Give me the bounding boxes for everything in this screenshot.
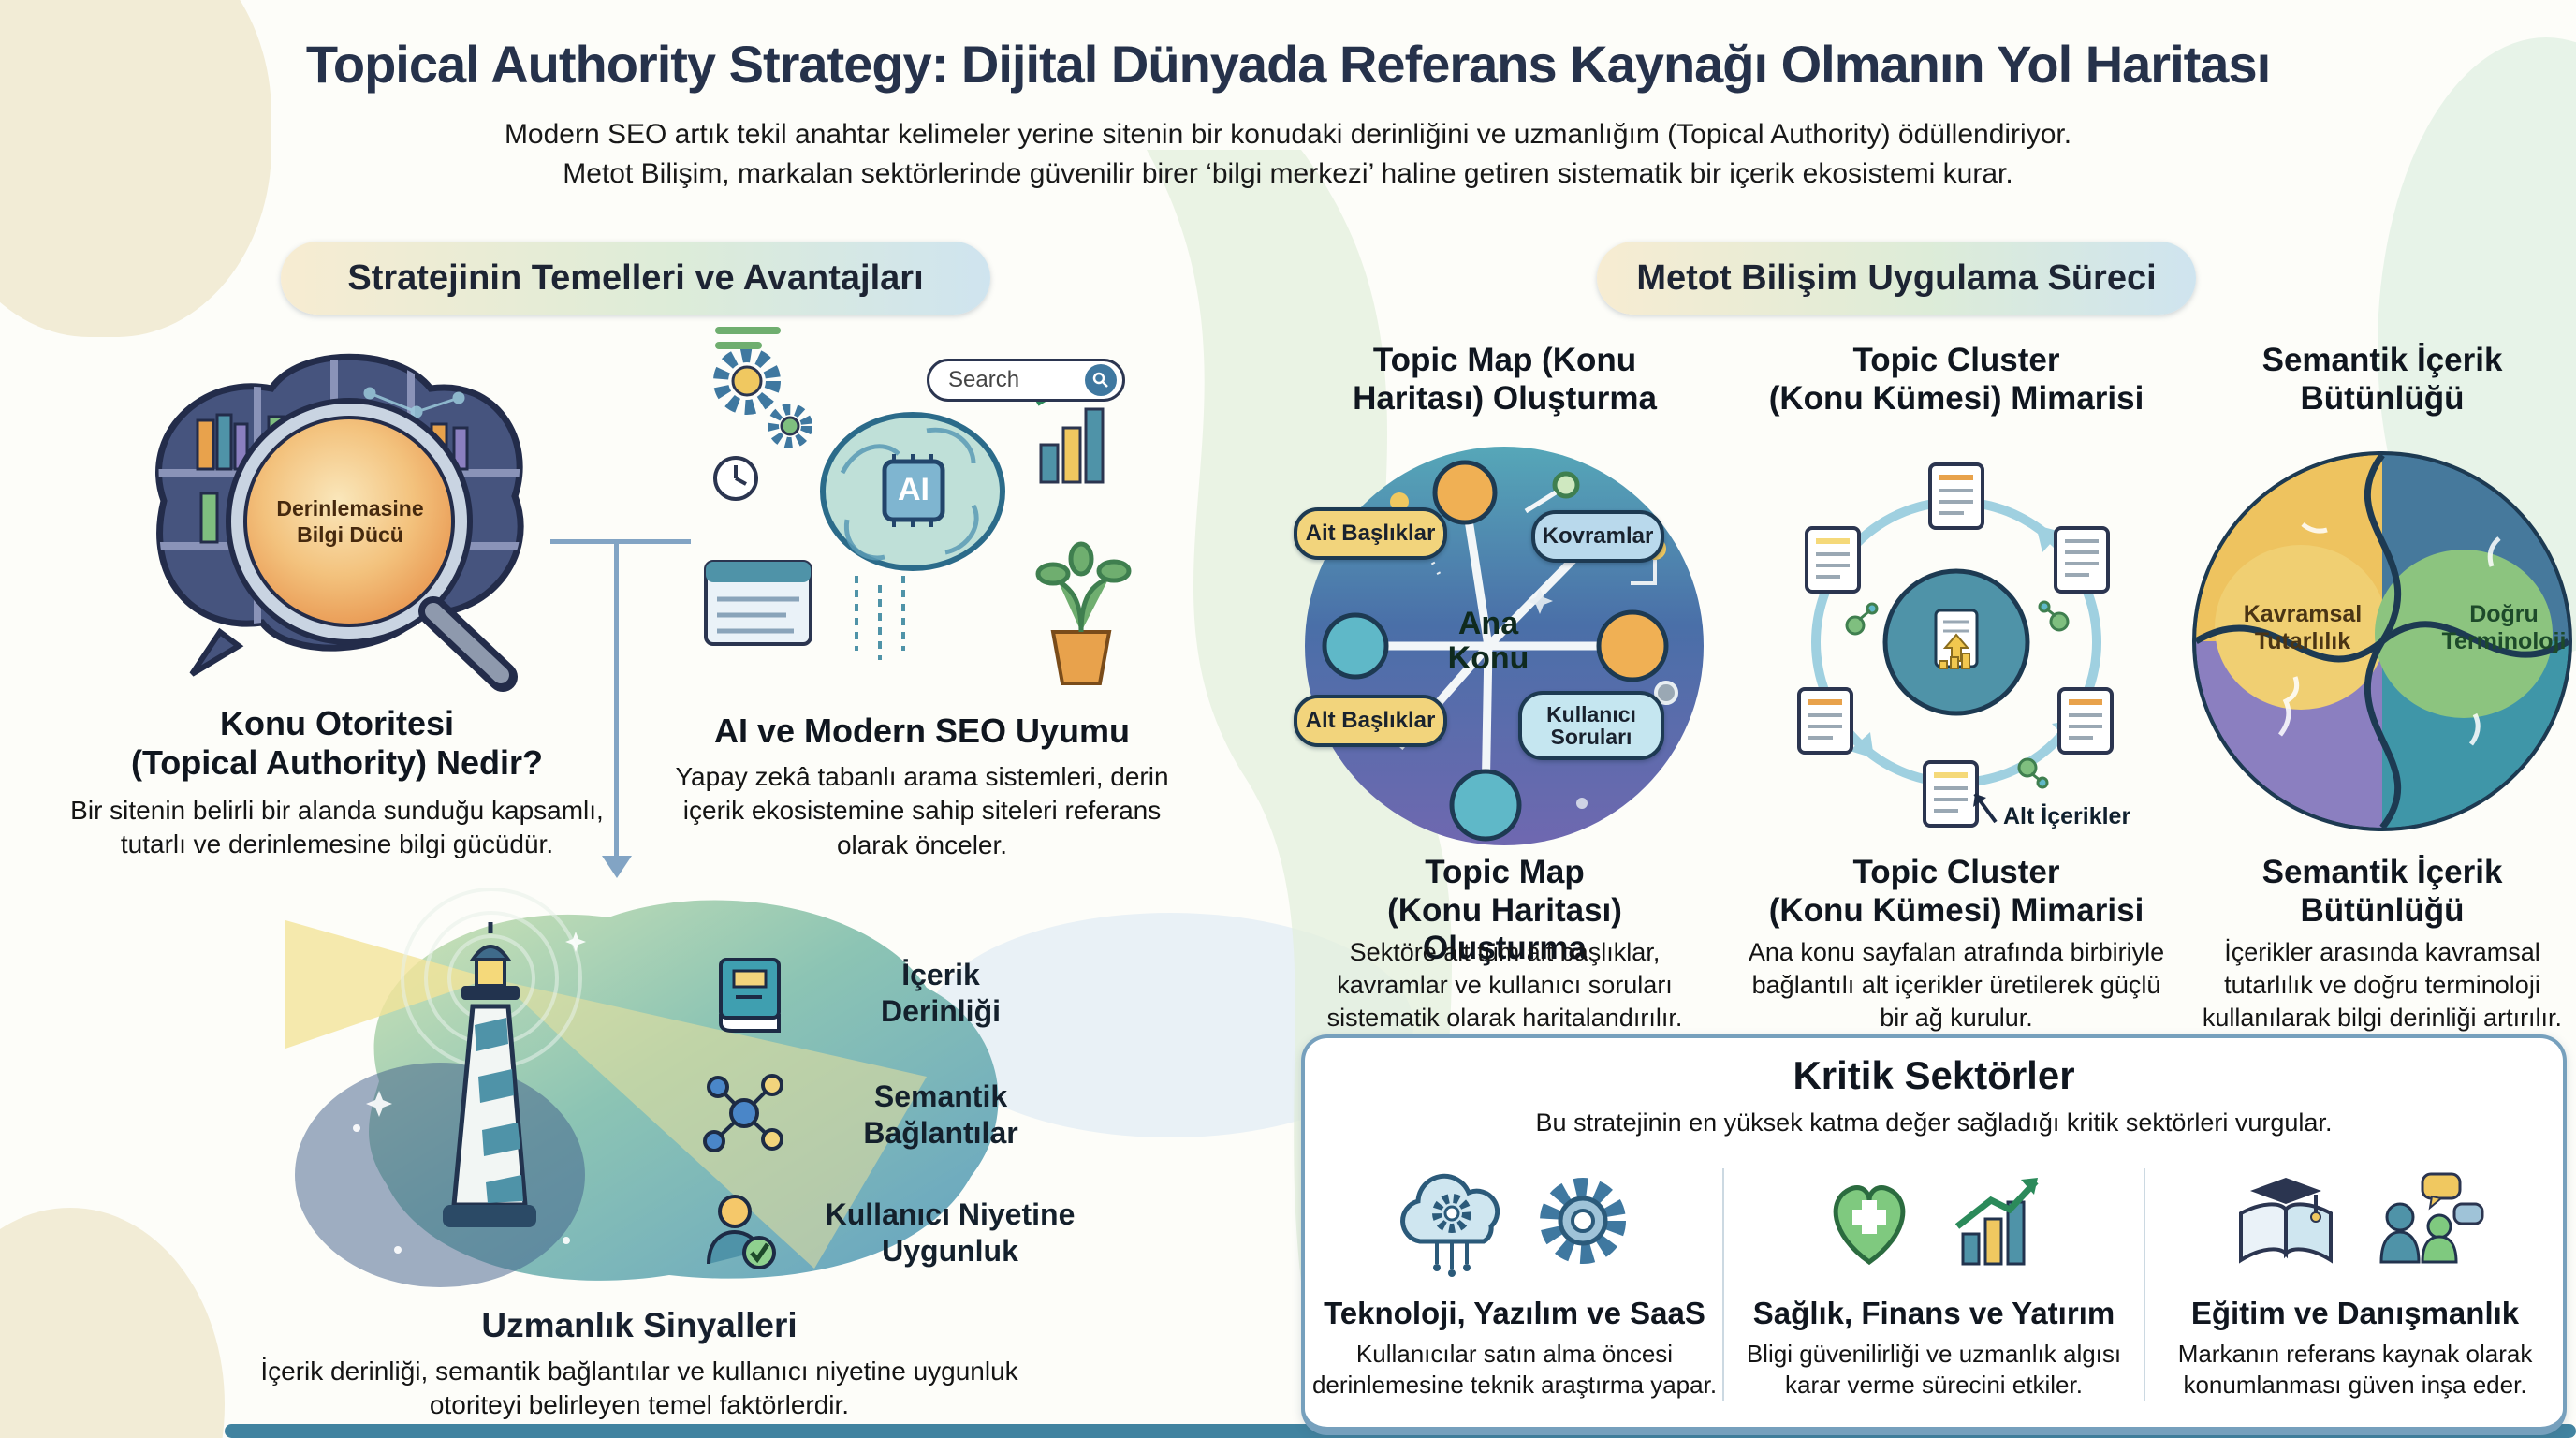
- semantic-body: İçerikler arasında kavramsal tutarlılık …: [2202, 938, 2563, 1033]
- heart-cross-icon: [1833, 1185, 1906, 1266]
- topical-authority-body: Bir sitenin belirli bir alanda sunduğu k…: [70, 796, 604, 859]
- topic-map-pill-ait-basliklar: Ait Başlıklar: [1294, 507, 1447, 560]
- growth-chart-icon: [1954, 1178, 2039, 1266]
- topic-cluster-bottom-heading: Topic Cluster (Konu Kümesi) Mimarisi: [1768, 854, 2144, 929]
- sectors-subtitle: Bu stratejinin en yüksek katma değer sağ…: [1535, 1108, 2333, 1137]
- page-subtitle-line2: Metot Bilişim, markalan sektörlerinde gü…: [563, 158, 2013, 189]
- sector-2-heading: Sağlık, Finans ve Yatırım: [1752, 1296, 2115, 1330]
- topic-map-pill-kullanici-sorulari: Kullanıcı Soruları: [1518, 691, 1664, 760]
- sector-1-heading: Teknoloji, Yazılım ve SaaS: [1324, 1296, 1705, 1330]
- lighthouse-illustration: [285, 888, 999, 1287]
- page-title: Topical Authority Strategy: Dijital Düny…: [305, 35, 2271, 94]
- topic-map-bottom-heading: Topic Map (Konu Haritası) Oluşturma: [1387, 854, 1622, 967]
- semantic-bottom-heading: Semantik İçerik Bütünlüğü: [2261, 854, 2503, 929]
- puzzle-label-terminoloji: Doğru Terminoloji: [2441, 601, 2567, 654]
- page-subtitle-line1: Modern SEO artık tekil anahtar kelimeler…: [504, 119, 2072, 150]
- signals-body: İçerik derinliği, semantik bağlantılar v…: [260, 1357, 1018, 1420]
- connector-arrowhead: [602, 856, 632, 878]
- left-section-header: Stratejinin Temelleri ve Avantajları: [281, 242, 990, 315]
- network-icon: [703, 1074, 783, 1152]
- right-section-header: Metot Bilişim Uygulama Süreci: [1597, 242, 2196, 315]
- sector-1-icons: [1383, 1159, 1646, 1283]
- search-bar: Search: [927, 359, 1125, 402]
- sector-3-icons: [2224, 1159, 2486, 1283]
- topic-map-pill-kovramlar: Kovramlar: [1531, 510, 1664, 563]
- topic-cluster-body: Ana konu sayfalan atrafında birbiriyle b…: [1748, 938, 2165, 1033]
- topic-map-top-heading: Topic Map (Konu Haritası) Oluşturma: [1353, 342, 1657, 417]
- signals-heading: Uzmanlık Sinyalleri: [481, 1306, 798, 1344]
- sectors-divider-2: [2144, 1168, 2145, 1401]
- topic-cluster-diagram: [1797, 462, 2114, 828]
- ai-seo-body: Yapay zekâ tabanlı arama sistemleri, der…: [675, 762, 1169, 859]
- topic-cluster-top-heading: Topic Cluster (Konu Kümesi) Mimarisi: [1768, 342, 2144, 417]
- topic-map-body: Sektöre ait tüm alt başlıklar, kavramlar…: [1326, 938, 1683, 1033]
- sector-3-heading: Eğitim ve Danışmanlık: [2190, 1296, 2520, 1330]
- topical-authority-heading: Konu Otoritesi (Topical Authority) Nedir…: [131, 704, 543, 782]
- cloud-gear-icon: [1400, 1173, 1500, 1277]
- book-graduation-icon: [2239, 1178, 2333, 1264]
- sectors-title: Kritik Sektörler: [1793, 1053, 2075, 1097]
- ai-chip-label: AI: [898, 471, 929, 507]
- background-blob-cream-topleft: [0, 0, 271, 337]
- signal-label-user-intent: Kullanıcı Niyetine Uygunluk: [825, 1197, 1076, 1269]
- topic-map-pill-alt-basliklar: Alt Başlıklar: [1294, 695, 1447, 747]
- sector-2-icons: [1803, 1159, 2065, 1283]
- magnifier-label: Derinlemasine Bilgi Dücü: [276, 496, 424, 547]
- sector-3-body: Markanın referans kaynak olarak konumlan…: [2177, 1340, 2533, 1400]
- puzzle-label-kavramsal: Kavramsal Tutarlılık: [2243, 601, 2363, 654]
- topic-map-center-label: Ana Konu: [1447, 606, 1530, 676]
- user-check-icon: [707, 1195, 776, 1269]
- sector-2-body: Bligi güvenilirliği ve uzmanlık algısı k…: [1746, 1340, 2122, 1400]
- search-label: Search: [948, 367, 1020, 392]
- search-icon: [1085, 364, 1117, 396]
- critical-sectors-box: [1301, 1034, 2567, 1435]
- semantic-top-heading: Semantik İçerik Bütünlüğü: [2261, 342, 2503, 417]
- brain-bookshelf-illustration: [155, 353, 524, 692]
- sectors-divider-1: [1722, 1168, 1724, 1401]
- signal-label-semantic-links: Semantik Bağlantılar: [863, 1079, 1018, 1151]
- connector-horizontal: [550, 539, 691, 544]
- sector-1-body: Kullanıcılar satın alma öncesi derinleme…: [1311, 1340, 1718, 1400]
- topic-cluster-annotation: Alt İçerikler: [2003, 803, 2131, 829]
- semantic-puzzle-diagram: [2192, 451, 2572, 831]
- gear-icon: [1540, 1178, 1626, 1264]
- connector-vertical: [614, 539, 619, 858]
- signal-label-content-depth: İçerik Derinliği: [880, 958, 1001, 1029]
- book-icon: [719, 958, 781, 1033]
- alt-icerikler-arrow: [1973, 792, 1998, 824]
- people-chat-icon: [2379, 1172, 2484, 1264]
- ai-seo-heading: AI ve Modern SEO Uyumu: [713, 712, 1131, 750]
